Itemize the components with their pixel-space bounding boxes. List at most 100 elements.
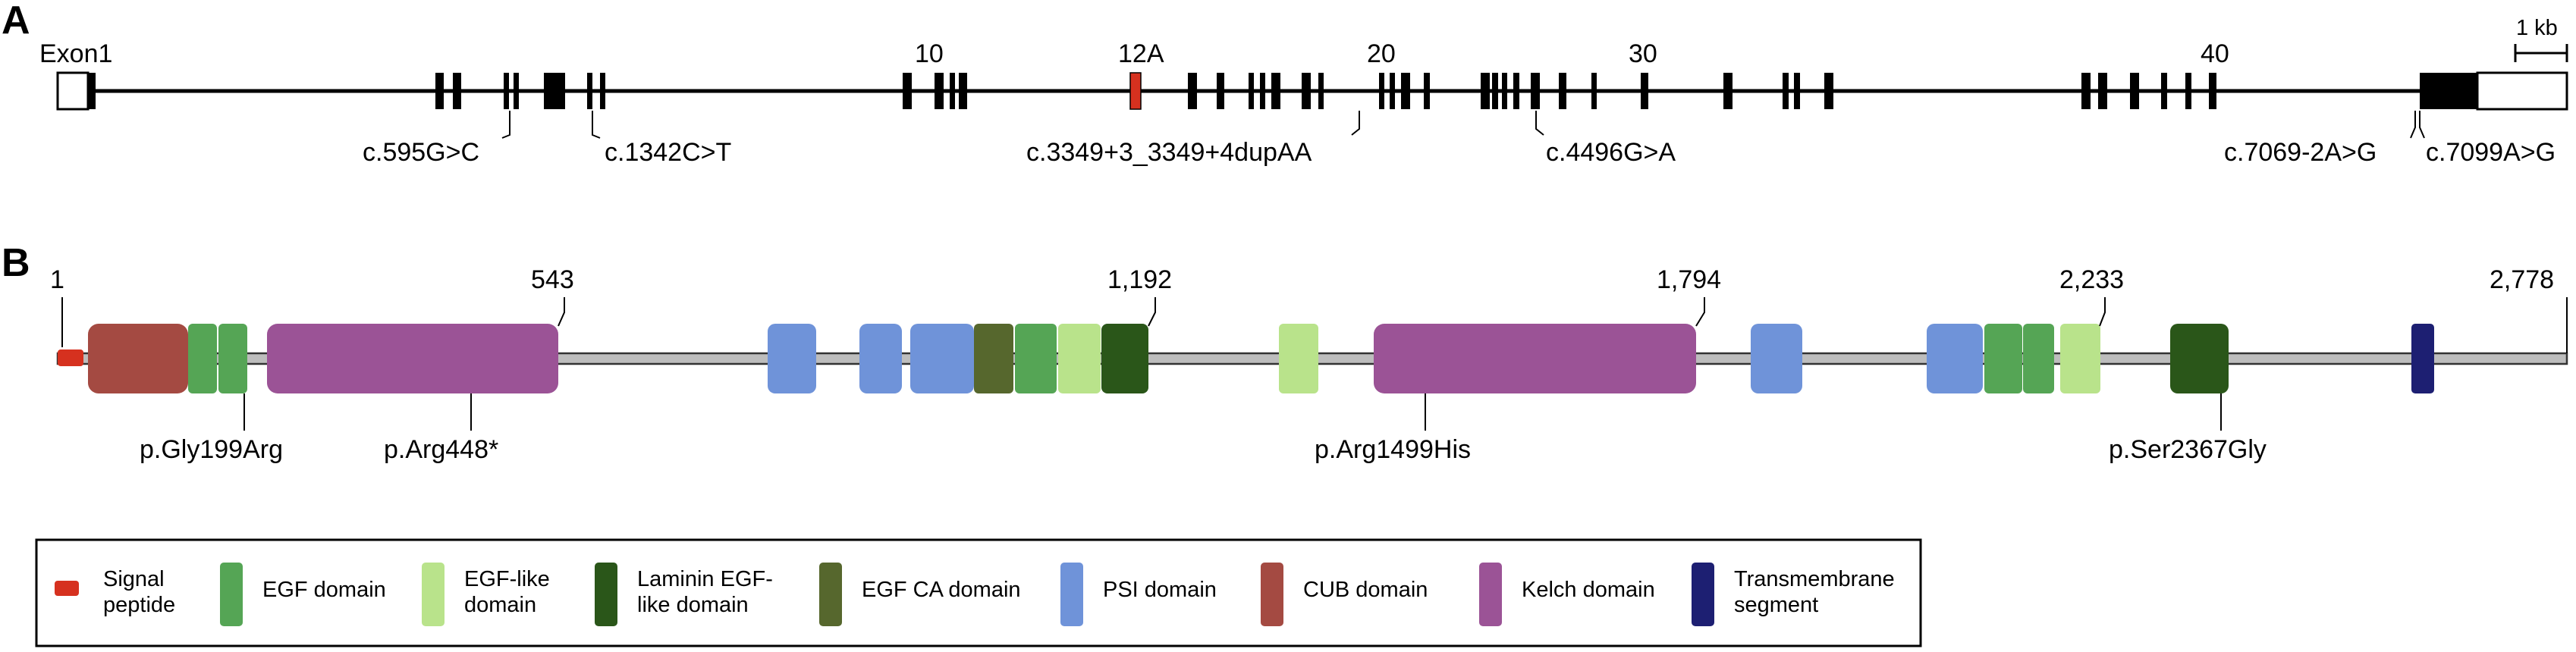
cub-swatch xyxy=(1261,563,1283,626)
legend-label: peptide xyxy=(103,593,175,617)
legend-label: Laminin EGF- xyxy=(637,567,773,591)
psi-swatch xyxy=(1060,563,1083,626)
utr-3prime xyxy=(2476,71,2568,111)
transmembrane-segment xyxy=(2411,324,2434,393)
exon-last-coding xyxy=(2420,73,2477,109)
egf-like-swatch xyxy=(422,563,445,626)
egf-ca-swatch xyxy=(819,563,842,626)
exon xyxy=(1591,73,1597,109)
exon xyxy=(1260,73,1265,109)
protein-position-label: 1 xyxy=(50,265,64,294)
exon xyxy=(903,73,912,109)
legend-label: Signal xyxy=(103,567,165,591)
exon xyxy=(959,73,967,109)
psi-domain xyxy=(1751,324,1802,393)
signal-peptide-domain xyxy=(58,350,83,366)
egf-domain xyxy=(1984,324,2022,393)
exon xyxy=(935,73,944,109)
egf-like-domain xyxy=(1279,324,1318,393)
psi-domain xyxy=(768,324,816,393)
exon xyxy=(1318,73,1324,109)
exon xyxy=(950,73,955,109)
egf-domain xyxy=(188,324,217,393)
legend-label: segment xyxy=(1734,593,1818,617)
legend-label: domain xyxy=(464,593,536,617)
egf-like-domain xyxy=(2060,324,2100,393)
protein-position-label: 2,778 xyxy=(2490,265,2554,294)
transmembrane-swatch xyxy=(1692,563,1714,626)
protein-position-label: 1,192 xyxy=(1107,265,1172,294)
protein-variant-label: p.Gly199Arg xyxy=(140,435,283,464)
laminin-swatch xyxy=(595,563,617,626)
exon xyxy=(2130,73,2139,109)
psi-domain xyxy=(859,324,902,393)
exon xyxy=(2081,73,2091,109)
scale-bar xyxy=(2514,44,2568,62)
exon xyxy=(1502,73,1507,109)
exon xyxy=(587,73,592,109)
egf-domain xyxy=(2023,324,2054,393)
exon-number-label: 20 xyxy=(1367,39,1396,68)
protein-variant-leaders xyxy=(243,393,2222,431)
protein-variant-label: p.Arg1499His xyxy=(1315,435,1471,464)
exon-number-label: 12A xyxy=(1118,39,1164,68)
exon xyxy=(1723,73,1733,109)
gene-variant-label: c.7099A>G xyxy=(2426,138,2556,167)
protein-domains xyxy=(58,324,2434,393)
exon-number-label: 30 xyxy=(1629,39,1657,68)
psi-domain xyxy=(910,324,974,393)
legend-label: PSI domain xyxy=(1103,578,1217,602)
legend-label: Transmembrane xyxy=(1734,567,1895,591)
exon xyxy=(1249,73,1254,109)
gene-variant-label: c.4496G>A xyxy=(1546,138,1676,167)
exon xyxy=(1401,73,1410,109)
gene-variant-pointers xyxy=(501,111,2425,139)
kelch-domain xyxy=(267,324,558,393)
kelch-swatch xyxy=(1479,563,1502,626)
gene-variant-label: c.7069-2A>G xyxy=(2224,138,2377,167)
exon xyxy=(1641,73,1648,109)
exon-set xyxy=(435,72,2216,110)
gene-variant-label: c.595G>C xyxy=(363,138,479,167)
exon xyxy=(1794,73,1800,109)
exon xyxy=(1481,73,1490,109)
psi-domain xyxy=(1927,324,1983,393)
signal-peptide-swatch xyxy=(55,581,79,596)
exon xyxy=(1559,73,1566,109)
protein-position-label: 2,233 xyxy=(2059,265,2124,294)
legend-label: like domain xyxy=(637,593,749,617)
laminin-egf-like-domain xyxy=(2170,324,2229,393)
egf-ca-domain xyxy=(974,324,1013,393)
protein-position-label: 1,794 xyxy=(1657,265,1721,294)
protein-position-label: 543 xyxy=(531,265,574,294)
protein-variant-label: p.Arg448* xyxy=(384,435,498,464)
exon-number-label: 40 xyxy=(2201,39,2229,68)
utr-5prime xyxy=(56,71,90,111)
exon xyxy=(544,73,565,109)
legend-label: EGF CA domain xyxy=(862,578,1021,602)
egf-swatch xyxy=(220,563,243,626)
exon-number-label: 10 xyxy=(915,39,944,68)
protein-variant-label: p.Ser2367Gly xyxy=(2109,435,2267,464)
legend-label: EGF-like xyxy=(464,567,550,591)
exon-12a-highlight xyxy=(1129,72,1142,110)
exon xyxy=(1492,73,1498,109)
exon xyxy=(1783,73,1789,109)
exon xyxy=(600,73,605,109)
kelch-domain xyxy=(1374,324,1696,393)
legend-label: CUB domain xyxy=(1303,578,1428,602)
exon xyxy=(2161,73,2167,109)
scale-bar-label: 1 kb xyxy=(2516,16,2558,40)
exon xyxy=(504,73,509,109)
gene-variant-label: c.1342C>T xyxy=(605,138,731,167)
exon xyxy=(1824,73,1833,109)
egf-domain xyxy=(218,324,247,393)
exon-1 xyxy=(88,73,96,109)
exon xyxy=(514,73,519,109)
egf-domain xyxy=(1015,324,1057,393)
exon xyxy=(1379,73,1384,109)
legend-box xyxy=(35,538,1922,647)
exon xyxy=(1513,73,1519,109)
